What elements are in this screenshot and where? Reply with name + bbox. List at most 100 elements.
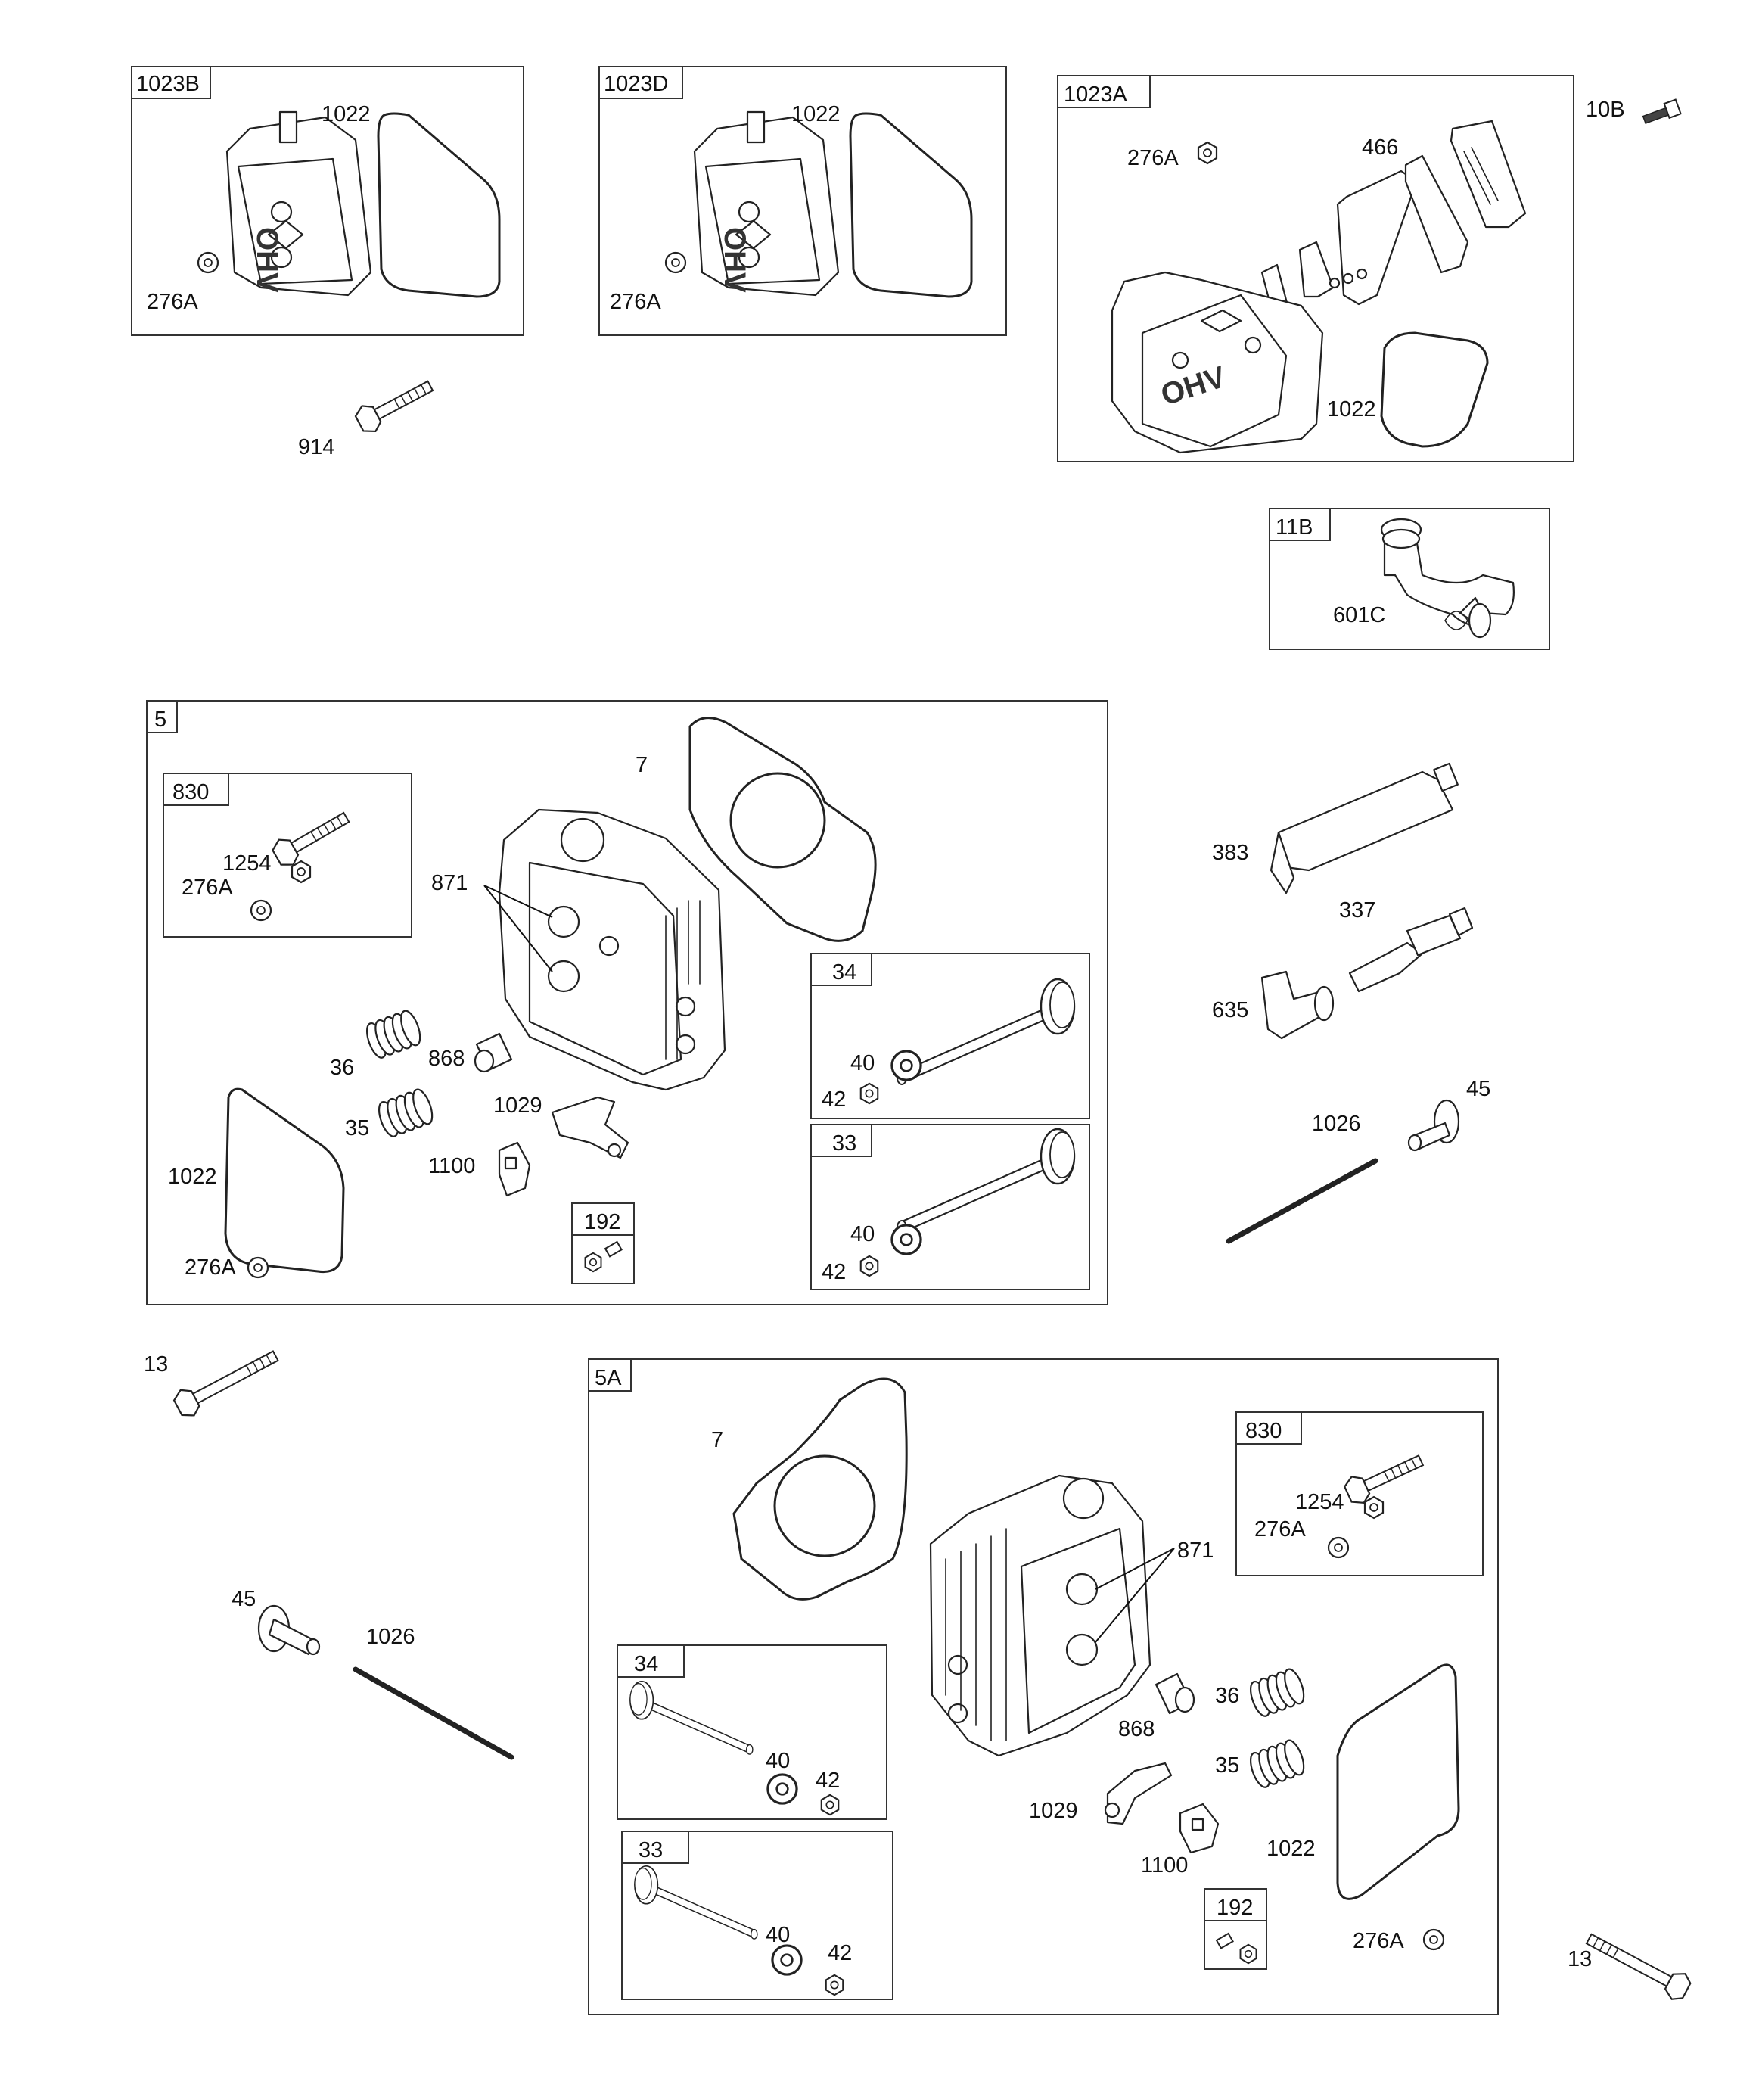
nut-1254[interactable]: [1363, 1495, 1385, 1520]
guide-868[interactable]: [474, 1032, 513, 1073]
spark-plug-337[interactable]: [1348, 907, 1474, 993]
group-tag-34: 34: [832, 960, 856, 985]
label-42: 42: [828, 1941, 852, 1965]
valve-spring-35[interactable]: [374, 1086, 437, 1140]
retainer-40[interactable]: [771, 1944, 803, 1976]
exhaust-valve-33[interactable]: [633, 1865, 759, 1940]
washer-276A[interactable]: [1422, 1928, 1445, 1951]
breather-parts[interactable]: [1260, 241, 1368, 315]
exhaust-valve-33[interactable]: [896, 1128, 1076, 1236]
group-11B: 11B 601C: [1269, 508, 1550, 650]
gasket-1022-b[interactable]: [377, 112, 501, 298]
valve-cover-1023A[interactable]: OHV: [1111, 271, 1324, 454]
label-1026: 1026: [366, 1625, 415, 1649]
stud-830[interactable]: [269, 804, 355, 871]
label-1254: 1254: [1295, 1490, 1344, 1514]
label-914: 914: [298, 435, 334, 459]
gasket-1022-5[interactable]: [224, 1087, 345, 1274]
group-tag-5A: 5A: [595, 1366, 622, 1390]
retainer-40[interactable]: [890, 1050, 922, 1081]
screw-192[interactable]: [604, 1240, 623, 1258]
pushrod-1026-left[interactable]: [353, 1666, 514, 1760]
washer-276A[interactable]: [664, 251, 687, 274]
stud-830[interactable]: [1341, 1446, 1428, 1508]
keeper-42[interactable]: [859, 1082, 879, 1105]
label-1029: 1029: [1029, 1799, 1078, 1823]
label-36: 36: [330, 1056, 354, 1080]
gasket-1022-5A[interactable]: [1336, 1663, 1460, 1900]
valve-cover-1023D[interactable]: OHV: [693, 110, 840, 297]
group-tag-1023B: 1023B: [136, 72, 200, 96]
label-42: 42: [822, 1087, 846, 1112]
label-1254: 1254: [222, 851, 272, 876]
rocker-1029[interactable]: [1104, 1762, 1173, 1825]
keeper-42[interactable]: [859, 1255, 879, 1277]
washer-276A[interactable]: [247, 1256, 269, 1279]
label-7: 7: [711, 1428, 723, 1452]
breather-tube-601C[interactable]: [1380, 518, 1515, 639]
guide-45-left[interactable]: [257, 1604, 321, 1656]
group-tag-1023A: 1023A: [1064, 82, 1128, 107]
cylinder-head[interactable]: [498, 808, 726, 1091]
valve-spring-36[interactable]: [362, 1007, 425, 1061]
label-383: 383: [1212, 841, 1248, 865]
group-1023A: 1023A 276A 466 OHV 1022: [1057, 75, 1574, 462]
clip-1100[interactable]: [498, 1141, 531, 1197]
group-tag-830: 830: [1245, 1419, 1282, 1443]
tool-383[interactable]: [1270, 762, 1459, 894]
label-868: 868: [428, 1047, 465, 1071]
bolt-13-left[interactable]: [171, 1343, 282, 1420]
leader-871: [483, 885, 553, 972]
washer-276A[interactable]: [1327, 1536, 1350, 1559]
group-tag-1023D: 1023D: [604, 72, 668, 96]
label-871: 871: [431, 871, 468, 895]
group-tag-11B: 11B: [1276, 515, 1313, 540]
label-337: 337: [1339, 898, 1375, 922]
gasket-1022-d[interactable]: [849, 112, 973, 298]
group-tag-192: 192: [584, 1210, 620, 1234]
valve-spring-35[interactable]: [1245, 1737, 1309, 1790]
breather-466[interactable]: [1336, 120, 1527, 306]
group-1023D: 1023D OHV 1022 276A: [598, 66, 1007, 336]
guide-45-right[interactable]: [1407, 1099, 1460, 1152]
retainer-40[interactable]: [890, 1224, 922, 1255]
head-gasket-7[interactable]: [688, 717, 877, 942]
bolt-13-right[interactable]: [1582, 1926, 1693, 2003]
nut-276A[interactable]: [1197, 141, 1218, 165]
valve-cover-1023B[interactable]: OHV: [225, 110, 372, 297]
washer-276A[interactable]: [250, 899, 272, 922]
keeper-42[interactable]: [820, 1794, 840, 1816]
label-13: 13: [144, 1352, 168, 1377]
retainer-40[interactable]: [766, 1773, 798, 1805]
head-gasket-7[interactable]: [732, 1377, 908, 1601]
intake-valve-34[interactable]: [629, 1680, 754, 1756]
nut-1254[interactable]: [291, 860, 312, 884]
screw-192[interactable]: [1215, 1932, 1234, 1949]
label-1026: 1026: [1312, 1112, 1361, 1136]
keeper-42[interactable]: [825, 1974, 844, 1996]
rocker-1029[interactable]: [551, 1096, 629, 1159]
label-1022: 1022: [1266, 1837, 1316, 1861]
label-276A: 276A: [1353, 1929, 1404, 1953]
valve-spring-36[interactable]: [1245, 1666, 1309, 1719]
bolt-914[interactable]: [352, 372, 438, 437]
nut-192[interactable]: [1239, 1943, 1257, 1965]
clip-1100[interactable]: [1179, 1803, 1220, 1854]
cylinder-head[interactable]: [929, 1474, 1151, 1757]
guide-868[interactable]: [1155, 1672, 1195, 1715]
washer-276A[interactable]: [197, 251, 219, 274]
cover-logo: OHV: [250, 227, 284, 293]
label-1100: 1100: [428, 1154, 475, 1178]
label-276A: 276A: [185, 1255, 236, 1280]
gasket-1022-a[interactable]: [1380, 331, 1489, 448]
label-635: 635: [1212, 998, 1248, 1022]
nut-192[interactable]: [584, 1252, 602, 1273]
intake-valve-34[interactable]: [896, 978, 1076, 1086]
pushrod-1026-right[interactable]: [1226, 1158, 1378, 1244]
screw-10B[interactable]: [1642, 98, 1682, 126]
boot-635[interactable]: [1260, 970, 1335, 1040]
label-1029: 1029: [493, 1094, 542, 1118]
group-tag-34: 34: [634, 1652, 658, 1676]
label-276A: 276A: [610, 290, 661, 314]
